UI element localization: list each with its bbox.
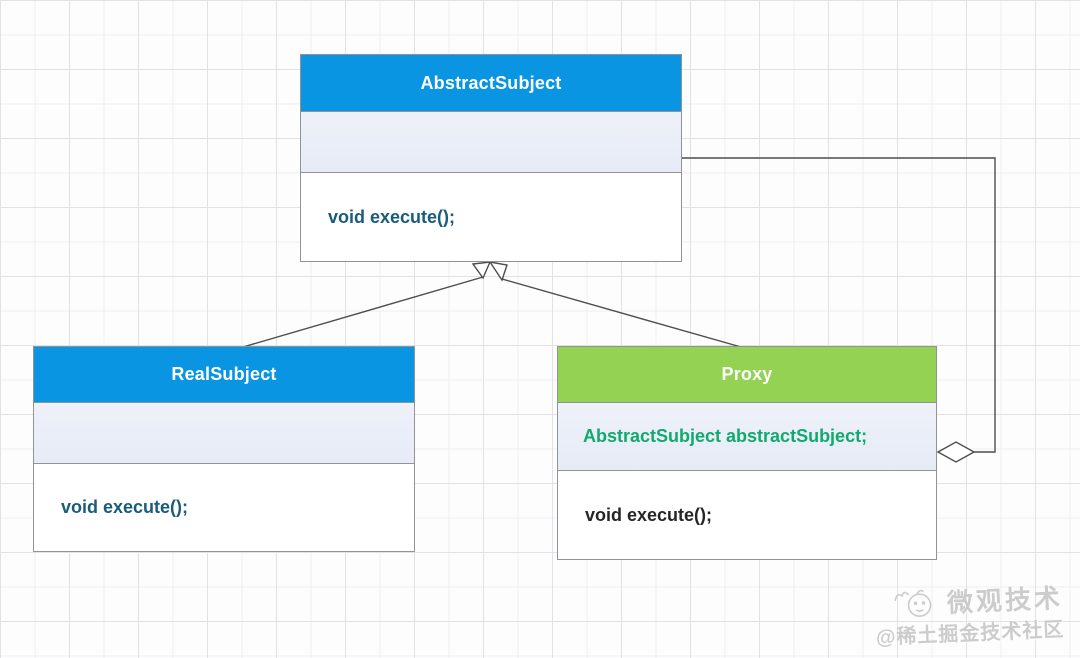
class-header-abstractsubject: AbstractSubject (301, 55, 681, 111)
method-label: void execute(); (61, 497, 189, 517)
class-name: AbstractSubject (420, 72, 562, 93)
class-methods-realsubject: void execute(); (34, 464, 414, 551)
class-box-proxy: Proxy AbstractSubject abstractSubject; v… (557, 346, 937, 560)
class-name: RealSubject (171, 364, 277, 384)
method-label: void execute(); (585, 504, 713, 525)
aggregation-diamond (936, 441, 976, 463)
class-name: Proxy (721, 364, 773, 384)
class-box-abstractsubject: AbstractSubject void execute(); (300, 54, 682, 262)
class-header-proxy: Proxy (558, 347, 936, 402)
class-methods-proxy: void execute(); (558, 471, 936, 559)
class-header-realsubject: RealSubject (34, 347, 414, 402)
inheritance-arrowhead-right (488, 261, 508, 282)
inheritance-arrowhead-left (471, 261, 492, 280)
class-fields-realsubject (34, 402, 414, 464)
class-box-realsubject: RealSubject void execute(); (33, 346, 415, 552)
inheritance-line-proxy (501, 278, 742, 348)
aggregation-line (682, 157, 996, 453)
field-label: AbstractSubject abstractSubject; (583, 426, 868, 446)
class-fields-abstractsubject (301, 111, 681, 173)
inheritance-line-realsubject (242, 276, 484, 348)
class-fields-proxy: AbstractSubject abstractSubject; (558, 402, 936, 471)
method-label: void execute(); (328, 206, 456, 227)
class-methods-abstractsubject: void execute(); (301, 173, 681, 261)
